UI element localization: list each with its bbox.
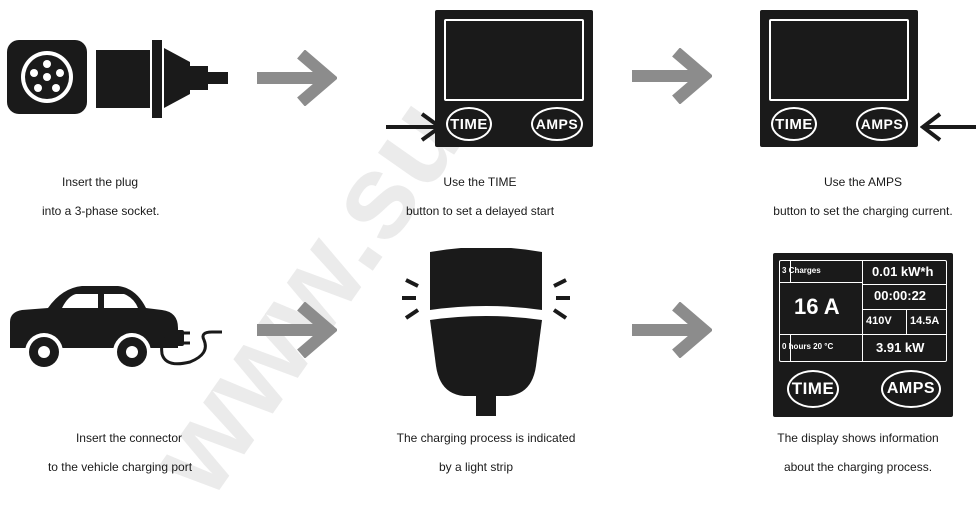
amps-panel: TIME AMPS <box>760 10 918 147</box>
flow-arrow-icon <box>632 302 712 358</box>
caption-line: Insert the connector <box>75 431 183 445</box>
flow-arrow-icon <box>257 302 337 358</box>
caption-line: about the charging process. <box>783 460 933 474</box>
grid-line <box>862 309 946 310</box>
current-setting: 16 A <box>794 294 840 319</box>
elapsed-time: 00:00:22 <box>874 288 927 303</box>
grid-line <box>862 261 863 361</box>
flow-arrow-icon <box>632 48 712 104</box>
amperage-value: 14.5A <box>910 315 940 327</box>
status-display-panel: 3 Charges 0.01 kW*h 16 A 00:00:22 410V 1… <box>773 253 953 417</box>
caption-line: to the vehicle charging port <box>47 460 193 474</box>
panel-screen <box>444 19 584 101</box>
voltage-value: 410V <box>866 315 892 327</box>
grid-line <box>780 282 862 283</box>
grid-line <box>906 309 907 334</box>
pointer-arrow-icon <box>920 112 976 142</box>
time-button[interactable]: TIME <box>771 107 817 141</box>
step-connector-caption: Insert the connector to the vehicle char… <box>0 432 240 473</box>
grid-line <box>790 334 791 361</box>
caption-line: button to set the charging current. <box>773 204 953 218</box>
step-time-caption: Use the TIME button to set a delayed sta… <box>360 176 600 217</box>
amps-button[interactable]: AMPS <box>856 107 908 141</box>
panel-screen <box>769 19 909 101</box>
grid-line <box>862 284 946 285</box>
caption-line: by a light strip <box>438 460 514 474</box>
socket-plug-icon <box>7 40 228 118</box>
time-button[interactable]: TIME <box>787 370 839 408</box>
delay-temperature: 0 hours 20 °C <box>782 342 834 351</box>
caption-line: The display shows information <box>777 431 939 445</box>
caption-line: Use the AMPS <box>823 175 903 189</box>
power-value: 3.91 kW <box>876 340 925 355</box>
flow-arrow-icon <box>257 50 337 106</box>
pointer-arrow-icon <box>386 112 444 142</box>
status-screen: 3 Charges 0.01 kW*h 16 A 00:00:22 410V 1… <box>779 260 947 362</box>
amps-button[interactable]: AMPS <box>531 107 583 141</box>
charges-count: 3 Charges <box>782 266 821 275</box>
step-strip-caption: The charging process is indicated by a l… <box>366 432 606 473</box>
grid-line <box>780 334 946 335</box>
step-amps-caption: Use the AMPS button to set the charging … <box>750 176 976 217</box>
step-plug-caption: Insert the plug into a 3-phase socket. <box>42 176 242 217</box>
caption-line: The charging process is indicated <box>396 431 576 445</box>
caption-line: Insert the plug <box>62 175 139 189</box>
amps-button[interactable]: AMPS <box>881 370 941 408</box>
charging-station-icon <box>402 248 570 416</box>
caption-line: button to set a delayed start <box>405 204 555 218</box>
caption-line: into a 3-phase socket. <box>42 204 160 218</box>
time-panel: TIME AMPS <box>435 10 593 147</box>
time-button[interactable]: TIME <box>446 107 492 141</box>
car-icon <box>10 286 222 371</box>
grid-line <box>790 261 791 282</box>
caption-line: Use the TIME <box>443 175 517 189</box>
energy-value: 0.01 kW*h <box>872 264 934 279</box>
step-display-caption: The display shows information about the … <box>738 432 978 473</box>
